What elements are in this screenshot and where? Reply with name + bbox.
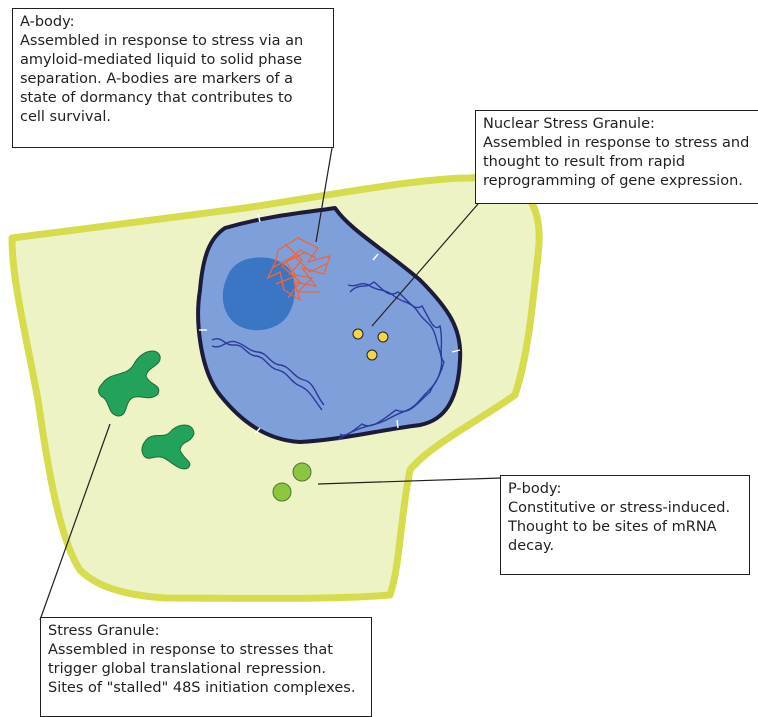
stress-granule-callout: Stress Granule: Assembled in response to… [40, 617, 372, 717]
p-body-callout: P-body: Constitutive or stress-induced. … [500, 475, 750, 575]
nuclear-granule [353, 329, 363, 339]
p-body [293, 463, 311, 481]
p-body-line: Thought to be sites of mRNA [508, 518, 743, 537]
a-body-line: cell survival. [20, 108, 327, 127]
a-body-line: separation. A-bodies are markers of a [20, 70, 327, 89]
stress-granule-line: trigger global translational repression. [48, 660, 365, 679]
a-body-callout: A-body: Assembled in response to stress … [12, 8, 334, 148]
a-body-line: amyloid-mediated liquid to solid phase [20, 51, 327, 70]
nuclear-granule [378, 332, 388, 342]
p-body-title: P-body: [508, 480, 743, 499]
nuclear-stress-granule-line: reprogramming of gene expression. [483, 172, 758, 191]
stress-granule-title: Stress Granule: [48, 622, 365, 641]
p-body [273, 483, 291, 501]
nuclear-stress-granule-callout: Nuclear Stress Granule: Assembled in res… [475, 110, 758, 204]
nuclear-stress-granule-line: thought to result from rapid [483, 153, 758, 172]
a-body-line: Assembled in response to stress via an [20, 32, 327, 51]
stress-granule-line: Sites of "stalled" 48S initiation comple… [48, 679, 365, 698]
p-body-line: Constitutive or stress-induced. [508, 499, 743, 518]
stress-granule-line: Assembled in response to stresses that [48, 641, 365, 660]
a-body-line: state of dormancy that contributes to [20, 89, 327, 108]
nuclear-stress-granule-title: Nuclear Stress Granule: [483, 115, 758, 134]
nuclear-stress-granule-line: Assembled in response to stress and [483, 134, 758, 153]
a-body-title: A-body: [20, 13, 327, 32]
nuclear-granule [367, 350, 377, 360]
p-body-line: decay. [508, 537, 743, 556]
